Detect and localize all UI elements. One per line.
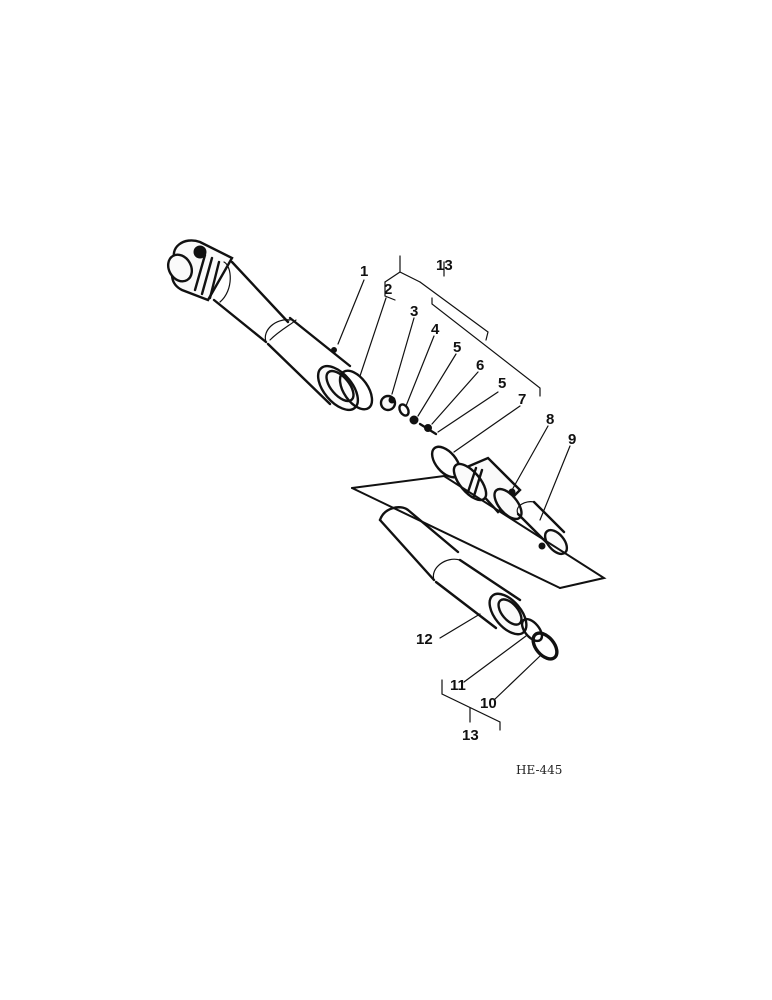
o-ring-large <box>338 369 374 411</box>
callout-1: 1 <box>360 263 368 280</box>
drawing-code: HE-445 <box>516 763 562 777</box>
callout-5a: 5 <box>453 339 461 356</box>
cylinder-tube-lower <box>378 506 528 636</box>
callout-2: 2 <box>384 281 392 298</box>
leader-lines <box>337 279 571 701</box>
callout-10: 10 <box>480 695 497 712</box>
callout-11: 11 <box>450 677 466 694</box>
callout-8: 8 <box>546 411 554 428</box>
callout-4: 4 <box>431 321 440 338</box>
piston <box>452 456 523 521</box>
callout-7: 7 <box>518 391 526 408</box>
callout-9: 9 <box>568 431 576 448</box>
wiper-seal <box>531 631 559 661</box>
callout-13-lower: 13 <box>462 727 479 744</box>
valve-small-parts <box>379 394 438 436</box>
callout-3: 3 <box>410 303 418 320</box>
group-bracket-lower <box>441 679 501 731</box>
callout-12: 12 <box>416 631 433 648</box>
group-bracket-upper <box>384 255 541 397</box>
piston-rod <box>516 500 569 556</box>
o-ring-rod <box>520 617 544 643</box>
cylinder-barrel <box>166 239 360 412</box>
callout-13-upper: 13 <box>436 257 453 274</box>
callout-labels: 1 2 3 4 5 6 5 7 8 9 12 11 10 13 13 <box>360 257 576 744</box>
callout-5b: 5 <box>498 375 506 392</box>
section-plane <box>351 474 607 589</box>
callout-6: 6 <box>476 357 484 374</box>
